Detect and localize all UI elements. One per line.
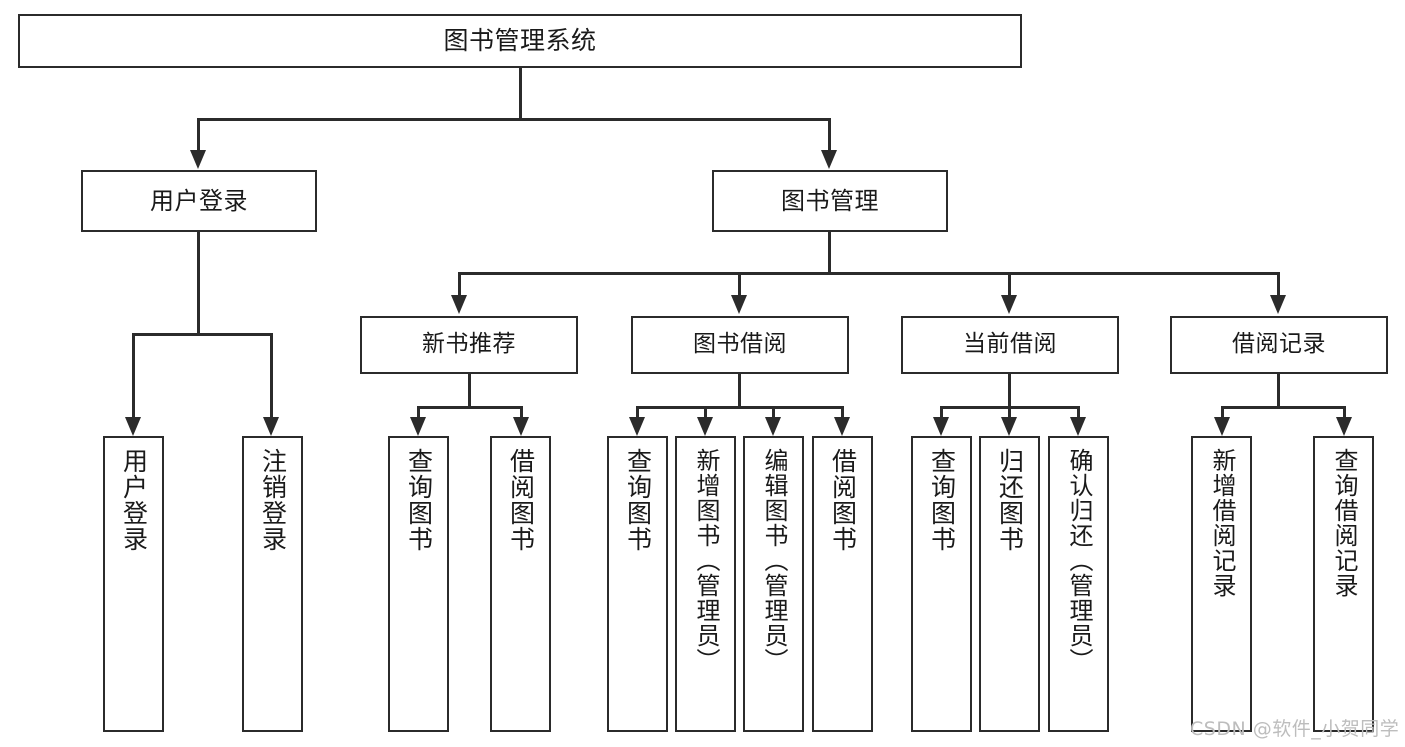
node-label: 用户登录 — [119, 448, 149, 552]
leaf-cb-return-book[interactable]: 归还图书 — [979, 436, 1040, 732]
leaf-cb-confirm-return-admin[interactable]: 确认归还（管理员） — [1048, 436, 1109, 732]
node-current-borrow[interactable]: 当前借阅 — [901, 316, 1119, 374]
connector-user-login-bus — [132, 333, 273, 336]
node-label: 新增图书（管理员） — [691, 448, 720, 673]
leaf-cb-query-book[interactable]: 查询图书 — [911, 436, 972, 732]
leaf-bb-edit-book-admin[interactable]: 编辑图书（管理员） — [743, 436, 804, 732]
connector-book-management-bus — [458, 272, 1280, 275]
connector-nbr-drop-1 — [417, 406, 420, 420]
node-book-management[interactable]: 图书管理 — [712, 170, 948, 232]
leaf-logout[interactable]: 注销登录 — [242, 436, 303, 732]
leaf-br-query-record[interactable]: 查询借阅记录 — [1313, 436, 1374, 732]
node-root-book-management-system[interactable]: 图书管理系统 — [18, 14, 1022, 68]
arrow-to-new-book-recommend — [451, 295, 467, 314]
node-label: 查询图书 — [404, 448, 434, 552]
connector-root-bus — [197, 118, 831, 121]
connector-bb-drop-4 — [841, 406, 844, 420]
node-label: 当前借阅 — [963, 331, 1057, 358]
arrow-to-user-login — [190, 150, 206, 169]
arrow-to-leaf-br-add — [1214, 417, 1230, 436]
connector-nbr-bus — [417, 406, 523, 409]
connector-bb-drop-3 — [772, 406, 775, 420]
connector-bm-drop-3 — [1008, 272, 1011, 296]
arrow-to-current-borrow — [1001, 295, 1017, 314]
arrow-to-borrow-record — [1270, 295, 1286, 314]
connector-br-drop-2 — [1343, 406, 1346, 420]
node-label: 图书管理 — [781, 186, 879, 215]
connector-nbr-stem — [468, 374, 471, 408]
leaf-bb-add-book-admin[interactable]: 新增图书（管理员） — [675, 436, 736, 732]
arrow-to-leaf-logout — [263, 417, 279, 436]
node-borrow-record[interactable]: 借阅记录 — [1170, 316, 1388, 374]
node-label: 查询借阅记录 — [1329, 448, 1358, 598]
connector-bb-bus — [636, 406, 844, 409]
connector-cb-drop-1 — [940, 406, 943, 420]
arrow-to-book-management — [821, 150, 837, 169]
connector-root-drop-1 — [197, 118, 200, 151]
node-label: 查询图书 — [623, 448, 653, 552]
arrow-to-leaf-bb-edit — [765, 417, 781, 436]
connector-user-login-stem — [197, 232, 200, 335]
connector-bb-drop-2 — [704, 406, 707, 420]
node-label: 编辑图书（管理员） — [759, 448, 788, 673]
leaf-user-login[interactable]: 用户登录 — [103, 436, 164, 732]
node-new-book-recommend[interactable]: 新书推荐 — [360, 316, 578, 374]
node-label: 新增借阅记录 — [1207, 448, 1236, 598]
connector-bm-drop-4 — [1277, 272, 1280, 296]
node-label: 图书借阅 — [693, 331, 787, 358]
node-label: 确认归还（管理员） — [1064, 448, 1093, 673]
connector-user-login-drop-2 — [270, 333, 273, 418]
node-label: 归还图书 — [995, 448, 1025, 552]
connector-root-drop-2 — [828, 118, 831, 151]
connector-user-login-drop-1 — [132, 333, 135, 418]
node-label: 图书管理系统 — [443, 26, 597, 56]
connector-cb-stem — [1008, 374, 1011, 408]
arrow-to-leaf-bb-query — [629, 417, 645, 436]
arrow-to-leaf-br-query — [1336, 417, 1352, 436]
connector-cb-drop-3 — [1077, 406, 1080, 420]
connector-bb-stem — [738, 374, 741, 408]
arrow-to-leaf-nbr-borrow — [513, 417, 529, 436]
connector-br-drop-1 — [1221, 406, 1224, 420]
arrow-to-leaf-cb-confirm — [1070, 417, 1086, 436]
connector-bm-drop-1 — [458, 272, 461, 296]
arrow-to-book-borrow — [731, 295, 747, 314]
node-label: 借阅记录 — [1232, 331, 1326, 358]
connector-root-stem — [519, 68, 522, 119]
leaf-bb-query-book[interactable]: 查询图书 — [607, 436, 668, 732]
node-user-login[interactable]: 用户登录 — [81, 170, 317, 232]
arrow-to-leaf-bb-borrow — [834, 417, 850, 436]
arrow-to-leaf-nbr-query — [410, 417, 426, 436]
node-label: 用户登录 — [150, 186, 248, 215]
node-book-borrow[interactable]: 图书借阅 — [631, 316, 849, 374]
connector-nbr-drop-2 — [520, 406, 523, 420]
csdn-watermark: CSDN @软件_小贺同学 — [1190, 718, 1400, 740]
arrow-to-leaf-bb-add — [697, 417, 713, 436]
connector-cb-drop-2 — [1008, 406, 1011, 420]
arrow-to-leaf-user-login — [125, 417, 141, 436]
connector-br-stem — [1277, 374, 1280, 408]
node-label: 借阅图书 — [506, 448, 536, 552]
connector-bb-drop-1 — [636, 406, 639, 420]
connector-br-bus — [1221, 406, 1346, 409]
arrow-to-leaf-cb-query — [933, 417, 949, 436]
leaf-nbr-borrow-book[interactable]: 借阅图书 — [490, 436, 551, 732]
node-label: 查询图书 — [927, 448, 957, 552]
connector-book-management-stem — [828, 232, 831, 274]
leaf-br-add-record[interactable]: 新增借阅记录 — [1191, 436, 1252, 732]
node-label: 借阅图书 — [828, 448, 858, 552]
arrow-to-leaf-cb-return — [1001, 417, 1017, 436]
leaf-bb-borrow-book[interactable]: 借阅图书 — [812, 436, 873, 732]
node-label: 注销登录 — [258, 448, 288, 552]
leaf-nbr-query-book[interactable]: 查询图书 — [388, 436, 449, 732]
connector-bm-drop-2 — [738, 272, 741, 296]
node-label: 新书推荐 — [422, 331, 516, 358]
